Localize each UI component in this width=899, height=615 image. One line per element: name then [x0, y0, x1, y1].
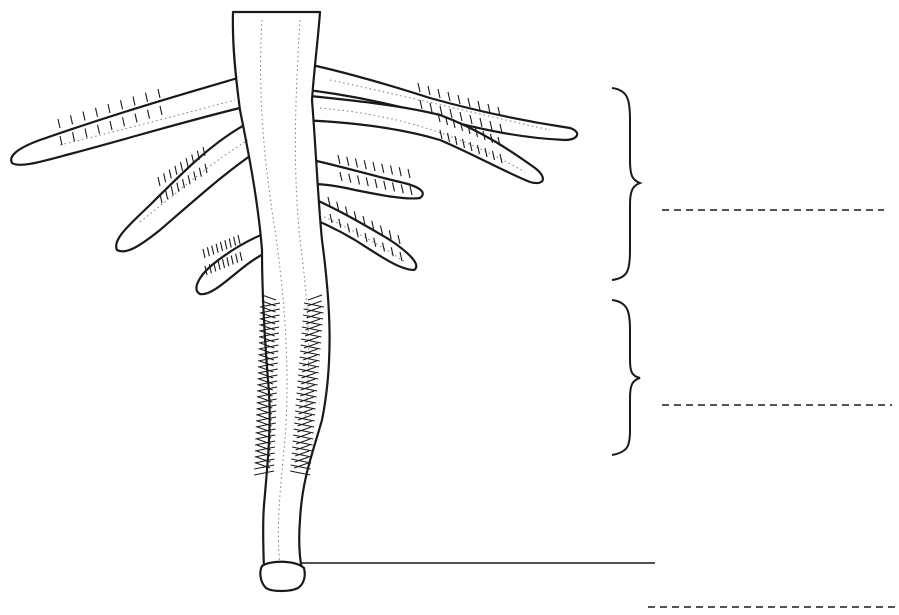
root-hair	[175, 166, 177, 175]
root-hair	[225, 240, 227, 249]
root-hair	[216, 244, 218, 253]
root-hair	[382, 164, 384, 173]
root-hair	[458, 95, 460, 104]
root-hair	[438, 89, 440, 98]
root-hair	[158, 177, 160, 186]
root-hair	[373, 162, 375, 171]
root-hair	[364, 160, 366, 169]
root-hair	[229, 239, 231, 248]
root-hair	[468, 98, 470, 107]
lateral-root-mid-left	[116, 122, 262, 251]
root-hair	[418, 83, 420, 92]
root-hair	[221, 242, 223, 251]
root-hair	[448, 92, 450, 101]
root-hair	[146, 93, 148, 102]
root-hair	[408, 169, 410, 178]
root-cap	[260, 562, 304, 591]
root-hair	[169, 170, 171, 179]
root-hair	[186, 158, 188, 167]
root-hair	[121, 100, 123, 109]
root-hair	[238, 235, 240, 244]
root-hair	[96, 108, 98, 117]
root-hair	[71, 115, 73, 124]
root-hair	[83, 112, 85, 121]
root-hair	[391, 166, 393, 175]
root-hair	[234, 237, 236, 246]
root-hair	[356, 159, 358, 168]
root-hair	[478, 101, 480, 110]
root-hair	[158, 89, 160, 98]
lateral-root-mid-right	[312, 160, 423, 198]
root-hair	[207, 247, 209, 256]
root-hair	[399, 167, 401, 176]
root-hair	[58, 119, 60, 128]
upper-region-brace	[612, 88, 640, 280]
middle-region-brace	[612, 300, 640, 455]
root-hair	[381, 226, 383, 235]
root-hair	[398, 235, 400, 244]
root-hair	[212, 246, 214, 255]
root-hair	[133, 97, 135, 106]
root-hair	[108, 104, 110, 113]
root-hair	[338, 155, 340, 164]
root-hair	[164, 173, 166, 182]
root-hair	[389, 230, 391, 239]
root-hair	[181, 162, 183, 171]
root-hair	[203, 249, 205, 258]
root-hair	[428, 86, 430, 95]
root-hair	[347, 157, 349, 166]
